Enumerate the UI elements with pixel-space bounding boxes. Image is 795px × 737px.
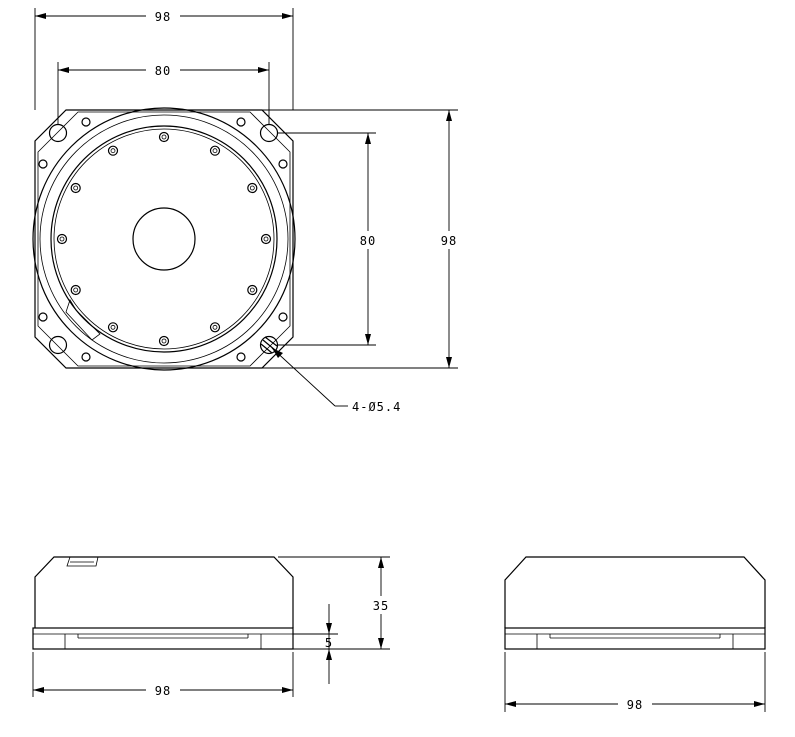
corner-screw [278, 159, 288, 169]
corner-screw [38, 159, 48, 169]
bolt-circle-screw [158, 335, 170, 347]
front-view [32, 556, 294, 650]
dim-top-width: 98 [34, 8, 294, 110]
corner-screw [236, 117, 246, 127]
dim-hole-spacing-vertical: 80 [278, 132, 380, 346]
bolt-circle [56, 131, 272, 347]
bolt-circle-screw-head [249, 287, 255, 293]
corner-screw [236, 352, 246, 362]
bolt-circle-screw-head [161, 134, 167, 140]
side-view [504, 556, 766, 650]
dim-side-width: 98 [504, 652, 766, 712]
bolt-circle-screw [209, 322, 221, 333]
front-view-connector [66, 556, 99, 567]
bolt-circle-screw [70, 182, 81, 194]
bolt-circle-screw [107, 322, 119, 333]
dim-base-thickness: 5 [293, 604, 338, 684]
bolt-circle-screw-head [59, 236, 65, 242]
rotor-ring-inner [53, 128, 275, 350]
dim-label-hole-spacing-vertical: 80 [360, 234, 376, 248]
dim-label-hole-callout: 4-Ø5.4 [352, 400, 401, 414]
hole-callout: 4-Ø5.4 [271, 347, 401, 414]
top-view [32, 107, 296, 371]
bolt-circle-screw-head [263, 236, 269, 242]
top-view-outline [34, 109, 294, 369]
rotor-ring [50, 125, 278, 353]
mounting-hole-top-left [48, 123, 68, 143]
dim-label-top-height: 98 [441, 234, 457, 248]
corner-screw [81, 117, 91, 127]
bolt-circle-screw [260, 233, 272, 245]
mounting-hole-top-right [259, 123, 279, 143]
side-view-base [504, 627, 766, 650]
dim-label-base-thickness: 5 [325, 636, 333, 650]
bolt-circle-screw-head [110, 148, 116, 154]
bolt-circle-screw-head [212, 148, 218, 154]
side-view-body [504, 556, 766, 628]
dim-label-side-height: 35 [373, 599, 389, 613]
corner-screw [38, 312, 48, 322]
mounting-hole-bottom-right [259, 335, 279, 355]
bolt-circle-screw-head [249, 185, 255, 191]
dim-label-front-width: 98 [155, 684, 171, 698]
dim-label-side-width: 98 [627, 698, 643, 712]
corner-screw [81, 352, 91, 362]
dim-front-width: 98 [32, 652, 294, 698]
bolt-circle-screw-head [212, 324, 218, 330]
center-bore [132, 207, 196, 271]
mounting-hole-bottom-left [48, 335, 68, 355]
front-view-base [32, 627, 294, 650]
dim-top-height: 98 [262, 109, 461, 369]
bolt-circle-screw-head [73, 185, 79, 191]
bolt-circle-screw [56, 233, 68, 245]
front-view-body [34, 556, 294, 628]
bolt-circle-screw-head [110, 324, 116, 330]
dim-hole-spacing-horizontal: 80 [57, 62, 270, 125]
bolt-circle-screw-head [73, 287, 79, 293]
connector-tab [65, 299, 101, 341]
dim-label-top-width: 98 [155, 10, 171, 24]
bolt-circle-screw [158, 131, 170, 143]
bolt-circle-screw-head [161, 338, 167, 344]
bolt-circle-screw [247, 284, 258, 296]
dim-side-height: 35 [278, 556, 393, 650]
outer-ring [32, 107, 296, 371]
bolt-circle-screw [70, 284, 81, 296]
dim-label-hole-spacing-horizontal: 80 [155, 64, 171, 78]
outer-ring-inner [39, 114, 289, 364]
bolt-circle-screw [107, 145, 119, 156]
bolt-circle-screw [247, 182, 258, 194]
corner-screw [278, 312, 288, 322]
top-view-flange-line [37, 111, 291, 367]
bolt-circle-screw [209, 145, 221, 156]
